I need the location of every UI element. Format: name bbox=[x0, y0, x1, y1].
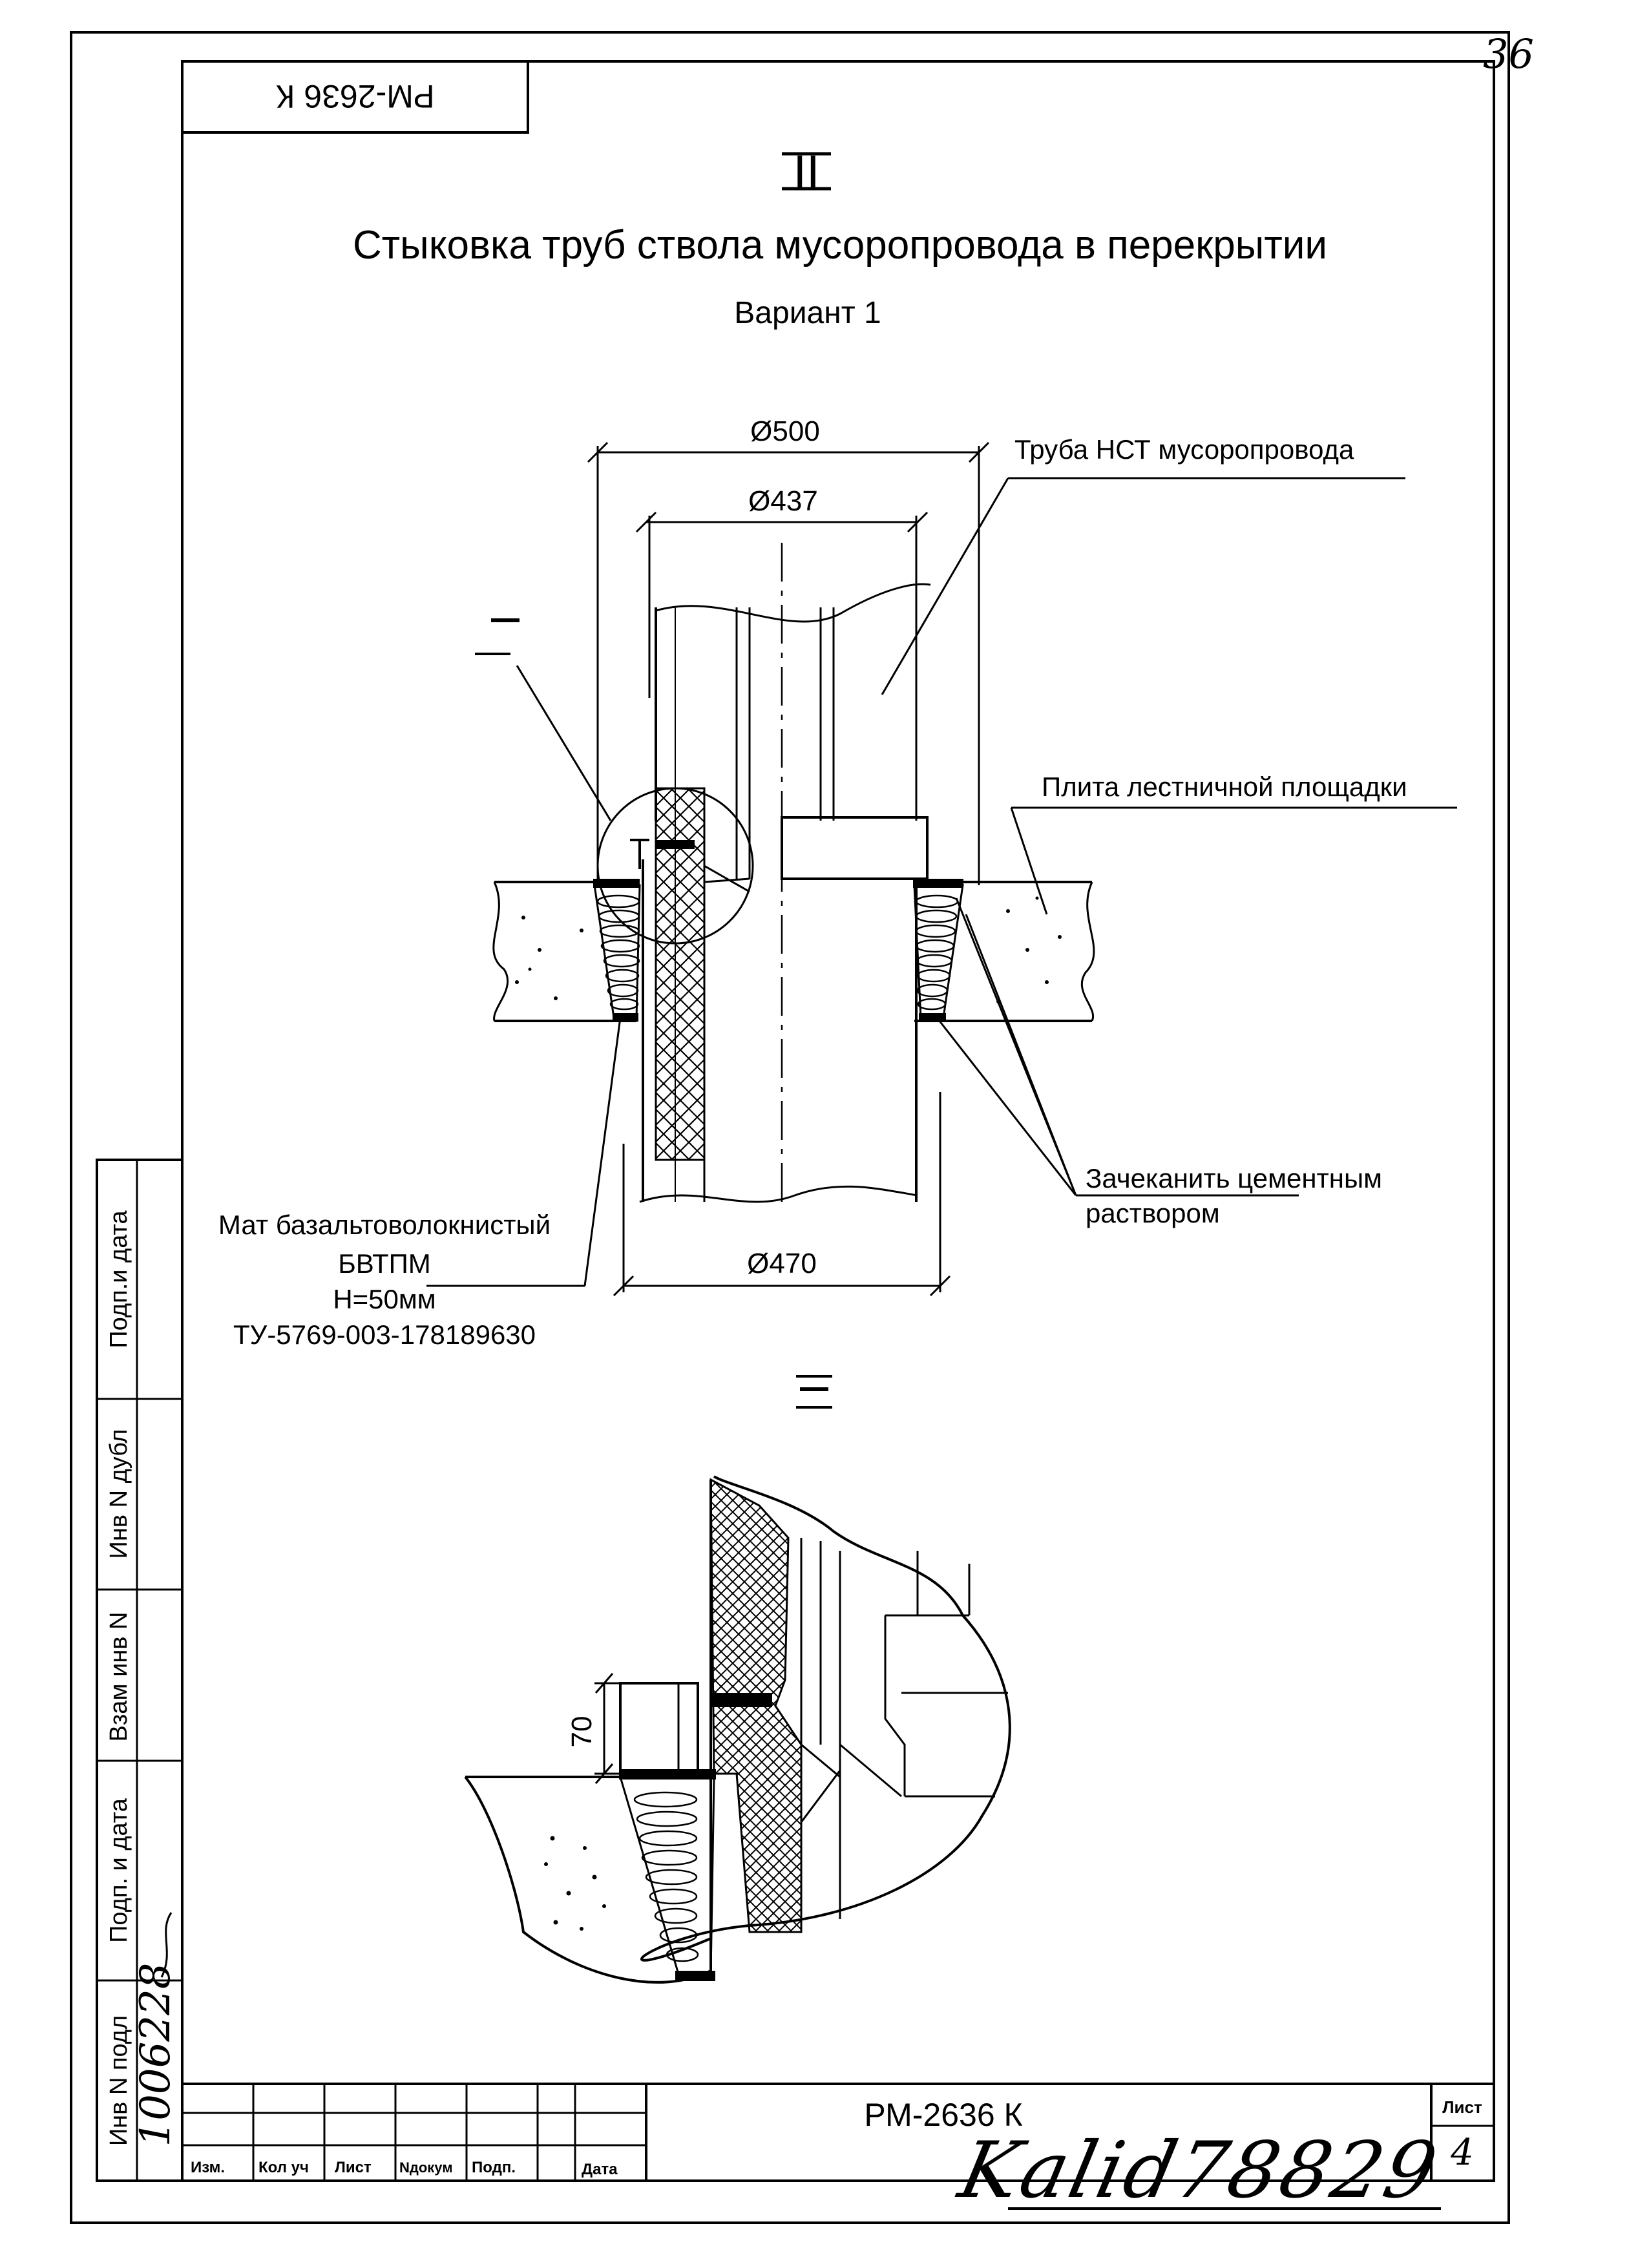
drawing-title: Стыковка труб ствола мусоропровода в пер… bbox=[353, 223, 1327, 268]
label-caulk-line1: Зачеканить цементным bbox=[1086, 1163, 1382, 1193]
tb-col-list: Лист bbox=[335, 2159, 372, 2176]
label-mat-line3: Н=50мм bbox=[333, 1284, 436, 1314]
side-stamp-vzam-inv: Взам инв N bbox=[105, 1612, 132, 1742]
label-mat-line2: БВТПМ bbox=[338, 1248, 431, 1279]
sheet-frames bbox=[70, 31, 1510, 2224]
side-stamp-podp-data: Подп. и дата bbox=[105, 1798, 132, 1943]
main-section-drawing: Ø500 Ø437 bbox=[426, 415, 1457, 1297]
top-stamp-code: РМ-2636 К bbox=[276, 78, 434, 114]
bottom-handwriting: Kalid78829 bbox=[951, 2125, 1447, 2215]
detail-title: I bbox=[791, 1383, 837, 1395]
variant-label: Вариант 1 bbox=[734, 296, 881, 330]
label-caulk-line2: раствором bbox=[1086, 1198, 1220, 1228]
detail-callout-mark: I bbox=[482, 614, 529, 626]
tb-sheet-label: Лист bbox=[1442, 2097, 1482, 2117]
page-number: 36 bbox=[1483, 30, 1534, 78]
dim-d437: Ø437 bbox=[748, 485, 818, 517]
tb-col-izm: Изм. bbox=[191, 2159, 225, 2176]
side-stamp bbox=[96, 1159, 184, 2182]
tb-col-podp: Подп. bbox=[472, 2159, 516, 2176]
tb-col-ndokum: Nдокум bbox=[399, 2159, 453, 2176]
tb-col-data: Дата bbox=[582, 2161, 618, 2178]
side-stamp-inv-dubl: Инв N дубл bbox=[105, 1429, 132, 1559]
side-stamp-inv-podl: Инв N подл bbox=[105, 2015, 132, 2146]
dim-d500: Ø500 bbox=[750, 415, 820, 447]
dim-70: 70 bbox=[566, 1716, 598, 1748]
label-pipe: Труба НСТ мусоропровода bbox=[1014, 434, 1354, 465]
tb-code: РМ-2636 К bbox=[864, 2097, 1022, 2133]
label-slab: Плита лестничной площадки bbox=[1042, 772, 1407, 802]
side-handwriting: 1006228 bbox=[132, 1962, 180, 2147]
top-stamp-box: РМ-2636 К bbox=[181, 60, 529, 134]
label-mat-line1: Мат базальтоволокнистый bbox=[218, 1210, 551, 1240]
detail-drawing: 70 bbox=[464, 1475, 1011, 1984]
label-mat-line4: ТУ-5769-003-178189630 bbox=[233, 1319, 536, 1350]
title-block bbox=[182, 2083, 1494, 2181]
tb-sheet-number: 4 bbox=[1450, 2132, 1474, 2174]
side-stamp-podp-data-2: Подп.и дата bbox=[105, 1210, 132, 1348]
tb-col-kol-uch: Кол уч bbox=[258, 2159, 309, 2176]
dim-d470: Ø470 bbox=[747, 1248, 817, 1279]
